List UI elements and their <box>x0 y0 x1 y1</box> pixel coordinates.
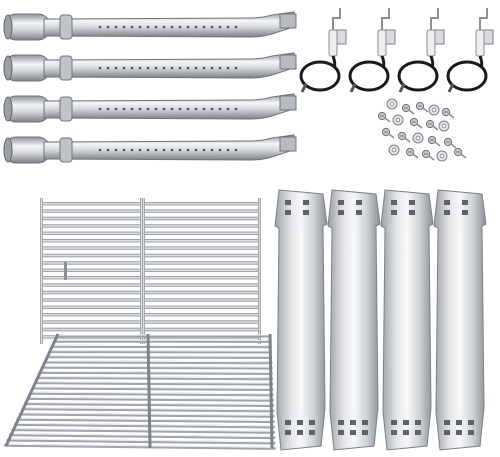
screw-icon <box>409 117 423 129</box>
screw-icon <box>436 150 448 162</box>
screw-icon <box>421 149 435 161</box>
screw-icon <box>405 147 419 159</box>
screw-icon <box>428 104 440 116</box>
screw-icon <box>441 107 455 119</box>
cooking-grates <box>4 198 276 450</box>
burner-tube-icon <box>3 134 297 164</box>
screw-icon <box>397 131 411 143</box>
heat-plate-icon <box>327 189 381 451</box>
burner-tube-icon <box>3 11 297 41</box>
screw-hardware-pile <box>377 98 467 162</box>
screw-icon <box>453 147 467 159</box>
screw-icon <box>443 137 457 149</box>
grill-grate-icon <box>4 333 276 450</box>
screw-icon <box>401 103 415 115</box>
heat-plate-icon <box>380 189 434 451</box>
screw-icon <box>438 120 450 132</box>
screw-icon <box>386 98 398 110</box>
screw-icon <box>392 114 404 126</box>
screw-icon <box>381 127 395 139</box>
igniter-electrode-icon <box>348 8 396 93</box>
igniter-electrode-icon <box>299 8 347 93</box>
grill-grate-icon <box>40 198 261 344</box>
screw-icon <box>412 132 424 144</box>
heat-plate-icon <box>433 189 487 451</box>
screw-icon <box>427 135 441 147</box>
burner-tubes <box>3 11 297 164</box>
igniter-electrode-icon <box>397 8 445 93</box>
heat-plates <box>274 189 487 451</box>
screw-icon <box>388 144 400 156</box>
screw-icon <box>377 111 391 123</box>
burner-tube-icon <box>3 52 297 82</box>
burner-tube-icon <box>3 93 297 123</box>
igniter-electrode-icon <box>446 8 494 93</box>
screw-icon <box>425 119 439 131</box>
heat-plate-icon <box>274 189 328 451</box>
screw-icon <box>415 101 429 113</box>
igniter-set <box>299 8 494 93</box>
